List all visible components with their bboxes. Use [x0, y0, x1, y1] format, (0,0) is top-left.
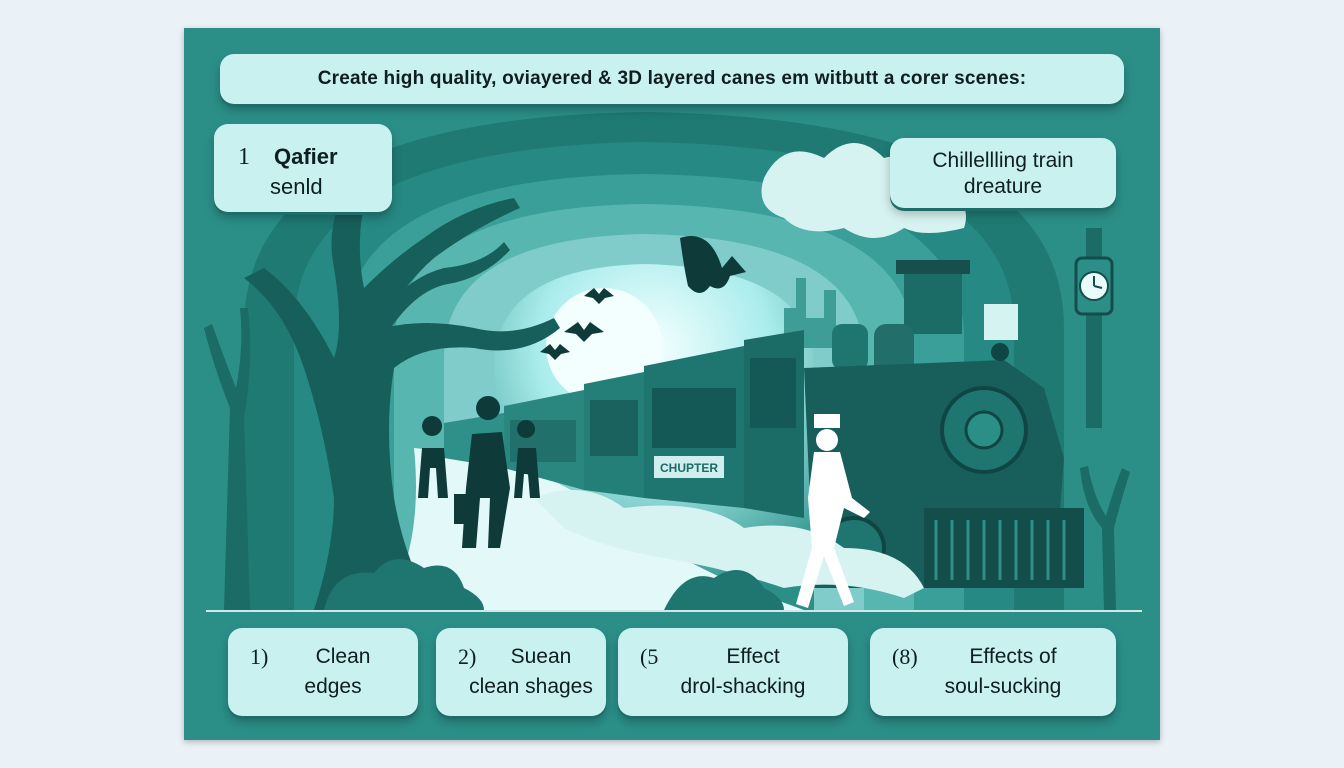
- twisted-tree: [244, 178, 560, 610]
- feature-card-number: 2): [458, 644, 477, 669]
- feature-card-line2: clean shages: [469, 675, 593, 698]
- callout-right: Chillellling train dreature: [890, 138, 1116, 208]
- winged-creature: [680, 236, 746, 293]
- side-trees: [204, 308, 1130, 610]
- feature-card-number: (8): [892, 644, 918, 669]
- shadow-figures: [418, 396, 540, 548]
- bushes: [324, 559, 784, 610]
- bats: [540, 236, 746, 360]
- feature-card-clean-shapes: 2) Suean clean shages: [436, 628, 606, 716]
- feature-card-effect: (5 Effect drol-shacking: [618, 628, 848, 716]
- feature-card-number: 1): [250, 644, 269, 669]
- feature-card-clean-edges: 1) Clean edges: [228, 628, 418, 716]
- layered-tunnel-scene: CHUPTER: [204, 112, 1130, 610]
- white-walking-figure: [796, 414, 870, 608]
- callout-right-line2: dreature: [963, 175, 1043, 198]
- callout-left-line1: Qafier: [274, 144, 338, 169]
- feature-card-soul-sucking: (8) Effects of soul-sucking: [870, 628, 1116, 716]
- callout-left: 1 Qafier senld: [214, 124, 392, 212]
- feature-card-line1: Clean: [315, 645, 371, 668]
- clock-post: [1074, 228, 1114, 428]
- train-sign-plate: [654, 456, 724, 478]
- floor-line: [206, 610, 1142, 612]
- title-banner: Create high quality, oviayered & 3D laye…: [220, 54, 1124, 104]
- feature-card-line2: drol-shacking: [680, 675, 806, 698]
- train-cars: CHUPTER: [444, 330, 804, 518]
- feature-card-line1: Suean: [510, 645, 572, 668]
- feature-card-line1: Effect: [726, 645, 780, 668]
- callout-left-number: 1: [238, 144, 250, 170]
- feature-card-line1: Effects of: [969, 645, 1057, 668]
- callout-left-line2: senld: [270, 174, 323, 199]
- feature-card-line2: soul-sucking: [944, 675, 1062, 698]
- feature-card-number: (5: [640, 644, 659, 669]
- callout-right-line1: Chillellling train: [932, 149, 1074, 172]
- train-sign-label: CHUPTER: [660, 461, 718, 475]
- feature-card-line2: edges: [304, 675, 362, 698]
- paper-art-panel: CHUPTER: [184, 28, 1160, 740]
